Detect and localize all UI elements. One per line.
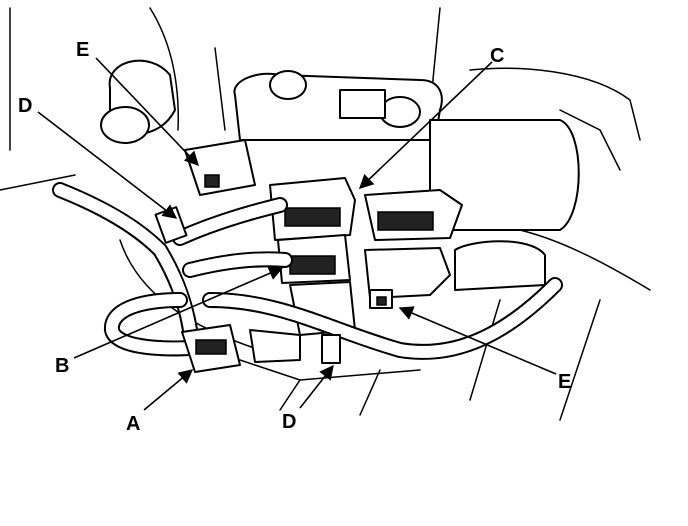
top-left-sensor [100,59,256,196]
callout-e-right: E [558,371,571,393]
callout-d-left: D [18,95,32,117]
callout-c-top: C [490,45,504,67]
callout-a-bottom: A [126,413,140,435]
connector-b-group [277,234,451,309]
leader-c-top [358,61,493,189]
clamp-d-bottom [321,334,341,364]
leader-d-bottom [299,364,334,409]
wire-harness [52,182,563,360]
callout-labels: E D C B A D E [18,39,571,435]
leader-e-top [95,57,199,167]
leader-e-right [398,306,557,375]
connector-a [181,324,241,373]
center-rail [233,70,443,141]
callout-e-top: E [76,39,89,61]
engine-background [0,7,651,421]
right-cylinder [429,119,580,291]
clamp-d-left [154,206,188,244]
callout-d-bottom: D [282,411,296,433]
connector-c-group [269,177,463,241]
leader-lines [37,57,557,411]
callout-b-left: B [55,355,69,377]
leader-d-left [37,111,178,219]
leader-b-left [73,266,284,359]
leader-a-bottom [143,369,194,411]
